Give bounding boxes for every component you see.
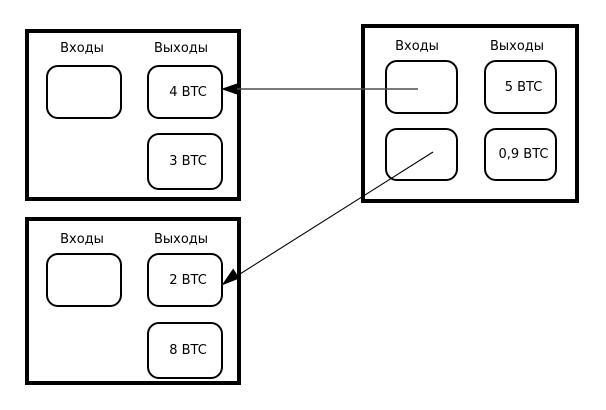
- transaction-box-b[interactable]: Входы Выходы 2 BTC 8 BTC: [25, 217, 241, 385]
- input-slot-empty[interactable]: [46, 253, 122, 307]
- output-slot-8btc[interactable]: 8 BTC: [147, 322, 223, 379]
- outputs-column-label: Выходы: [153, 232, 209, 247]
- outputs-column-label: Выходы: [153, 41, 209, 56]
- output-slot-4btc[interactable]: 4 BTC: [147, 65, 223, 119]
- output-amount: 0,9 BTC: [498, 147, 549, 162]
- transaction-box-a[interactable]: Входы Выходы 4 BTC 3 BTC: [25, 29, 241, 201]
- output-amount: 3 BTC: [169, 154, 207, 169]
- input-slot-1-empty[interactable]: [385, 60, 458, 114]
- outputs-column-label: Выходы: [489, 39, 545, 54]
- input-slot-2-empty[interactable]: [385, 128, 458, 181]
- inputs-column-label: Входы: [60, 232, 104, 247]
- inputs-column-label: Входы: [395, 39, 439, 54]
- output-slot-2btc[interactable]: 2 BTC: [147, 253, 223, 307]
- output-slot-09btc[interactable]: 0,9 BTC: [484, 128, 557, 181]
- output-amount: 8 BTC: [169, 343, 207, 358]
- inputs-column-label: Входы: [60, 41, 104, 56]
- output-slot-3btc[interactable]: 3 BTC: [147, 133, 223, 190]
- transaction-box-c[interactable]: Входы Выходы 5 BTC 0,9 BTC: [361, 24, 579, 203]
- output-amount: 4 BTC: [169, 84, 207, 100]
- output-amount: 2 BTC: [169, 272, 207, 288]
- output-amount: 5 BTC: [504, 79, 543, 95]
- output-slot-5btc[interactable]: 5 BTC: [484, 60, 557, 114]
- input-slot-empty[interactable]: [46, 65, 122, 119]
